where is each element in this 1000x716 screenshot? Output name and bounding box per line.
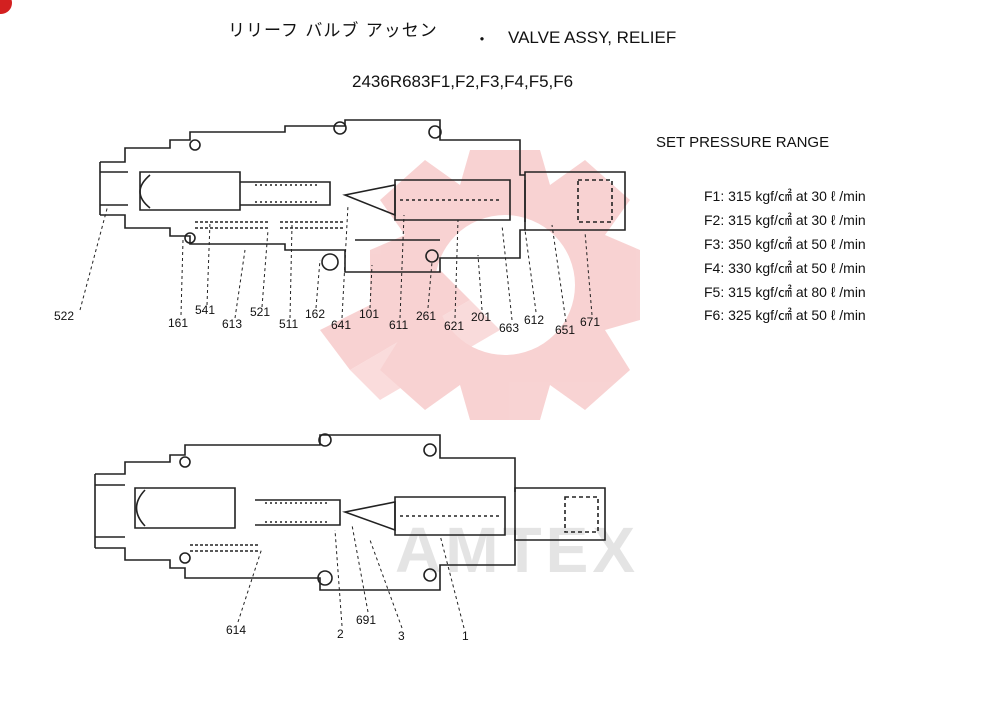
callout-label: 522 <box>54 309 75 323</box>
pressure-row-f6: F6: 325 kgf/㎠ at 50 ℓ /min <box>704 305 866 325</box>
callout-label: 541 <box>195 303 216 317</box>
callout-label: 161 <box>168 316 189 330</box>
callout-label: 651 <box>555 323 576 337</box>
callout-label: 521 <box>250 305 271 319</box>
callout-label: 201 <box>471 310 492 324</box>
callout-label: 691 <box>356 613 377 627</box>
pressure-value: : 315 kgf/㎠ at 80 ℓ /min <box>720 284 866 300</box>
callout-label: 611 <box>389 318 409 332</box>
pressure-code: F1 <box>704 188 721 204</box>
pressure-value: : 315 kgf/㎠ at 30 ℓ /min <box>720 188 866 204</box>
watermark-gear <box>320 150 640 420</box>
bottom-valve-drawing <box>94 433 606 591</box>
callout-label: 2 <box>337 627 344 641</box>
callout-label: 621 <box>444 319 465 333</box>
pressure-code: F6 <box>704 307 721 323</box>
callout-label: 3 <box>398 629 405 643</box>
callout-label: 261 <box>416 309 437 323</box>
pressure-value: : 325 kgf/㎠ at 50 ℓ /min <box>720 307 866 323</box>
pressure-code: F2 <box>704 212 721 228</box>
title-separator: ・ <box>474 30 491 49</box>
pressure-value: : 315 kgf/㎠ at 30 ℓ /min <box>720 212 866 228</box>
callout-label: 612 <box>524 313 545 327</box>
pressure-value: : 350 kgf/㎠ at 50 ℓ /min <box>720 236 866 252</box>
pressure-code: F3 <box>704 236 721 252</box>
callout-label: 614 <box>226 623 247 637</box>
title-japanese: リリーフ バルブ アッセン <box>228 21 438 41</box>
callout-label: 613 <box>222 317 243 331</box>
callout-label: 511 <box>279 317 299 331</box>
pressure-row-f1: F1: 315 kgf/㎠ at 30 ℓ /min <box>704 186 866 206</box>
callout-label: 641 <box>331 318 352 332</box>
pressure-row-f4: F4: 330 kgf/㎠ at 50 ℓ /min <box>704 258 866 278</box>
watermark-text: AMTEX <box>395 514 639 586</box>
bottom-leader-lines <box>237 524 465 629</box>
callout-label: 101 <box>359 307 380 321</box>
top-leader-lines <box>79 204 593 323</box>
pressure-code: F4 <box>704 260 721 276</box>
callout-label: 663 <box>499 321 520 335</box>
callout-label: 1 <box>462 629 469 643</box>
title-english: VALVE ASSY, RELIEF <box>508 28 677 47</box>
part-number: 2436R683F1,F2,F3,F4,F5,F6 <box>352 72 574 91</box>
pressure-row-f3: F3: 350 kgf/㎠ at 50 ℓ /min <box>704 234 866 254</box>
pressure-row-f5: F5: 315 kgf/㎠ at 80 ℓ /min <box>704 282 866 302</box>
pressure-value: : 330 kgf/㎠ at 50 ℓ /min <box>720 260 866 276</box>
corner-badge <box>0 0 12 14</box>
set-pressure-heading: SET PRESSURE RANGE <box>656 134 830 151</box>
callout-label: 162 <box>305 307 326 321</box>
top-valve-drawing <box>99 119 626 273</box>
pressure-code: F5 <box>704 284 721 300</box>
pressure-row-f2: F2: 315 kgf/㎠ at 30 ℓ /min <box>704 210 866 230</box>
callout-label: 671 <box>580 315 601 329</box>
